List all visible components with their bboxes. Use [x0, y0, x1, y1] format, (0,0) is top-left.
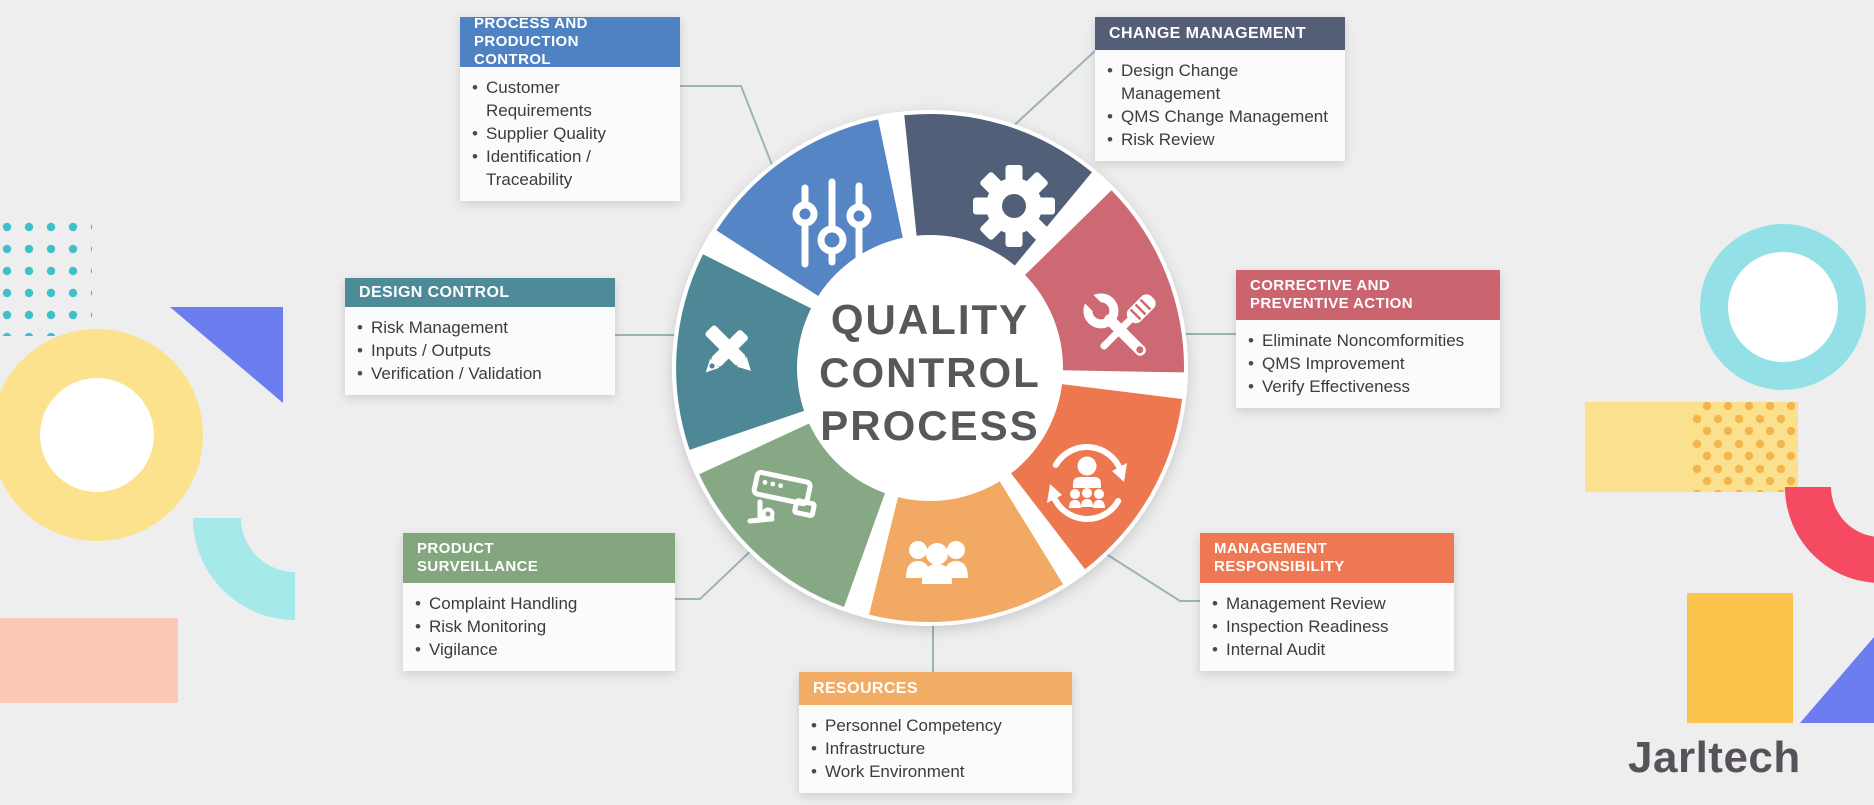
box-header: CHANGE MANAGEMENT: [1095, 17, 1345, 50]
connector-management: [1099, 549, 1200, 602]
brand-logo-text: Jarltech: [1628, 733, 1801, 782]
bullet-item: Vigilance: [415, 638, 665, 661]
cctv-camera-icon: [747, 469, 817, 524]
box-header: CORRECTIVE AND PREVENTIVE ACTION: [1236, 270, 1500, 320]
pen-pencil-icon: [705, 325, 751, 373]
connector-surveillance: [673, 544, 758, 600]
donut-center-disc: [797, 235, 1063, 501]
segment-surveillance: [699, 422, 886, 607]
bullet-item: Risk Management: [357, 316, 605, 339]
quality-donut: [672, 110, 1188, 626]
wrench-screwdriver-icon: [1081, 291, 1156, 356]
box-title: RESOURCES: [813, 679, 918, 697]
callout-resources: RESOURCES Personnel Competency Infrastru…: [799, 672, 1072, 793]
bullet-item: Management Review: [1212, 592, 1444, 615]
bullet-item: Identification / Traceability: [472, 145, 670, 191]
connector-lines: [615, 50, 1236, 672]
box-header: MANAGEMENT RESPONSIBILITY: [1200, 533, 1454, 583]
bullet-item: Risk Review: [1107, 128, 1335, 151]
decor-yellow-donut-left: [0, 329, 203, 541]
box-bullet-list: Eliminate Noncomformities QMS Improvemen…: [1236, 320, 1500, 408]
box-title: PRODUCT SURVEILLANCE: [417, 539, 539, 575]
decor-red-quarter-ring-right: [1785, 487, 1874, 583]
box-title: MANAGEMENT RESPONSIBILITY: [1214, 539, 1345, 575]
bullet-item: QMS Improvement: [1248, 352, 1490, 375]
box-title: CORRECTIVE AND PREVENTIVE ACTION: [1250, 276, 1413, 312]
decor-triangle-right: [1800, 637, 1874, 723]
bullet-item: Infrastructure: [811, 737, 1062, 760]
bullet-item: QMS Change Management: [1107, 105, 1335, 128]
box-bullet-list: Customer Requirements Supplier Quality I…: [460, 67, 680, 201]
box-bullet-list: Management Review Inspection Readiness I…: [1200, 583, 1454, 671]
bullet-item: Eliminate Noncomformities: [1248, 329, 1490, 352]
callout-management-responsibility: MANAGEMENT RESPONSIBILITY Management Rev…: [1200, 533, 1454, 671]
box-title: PROCESS AND PRODUCTION CONTROL: [474, 14, 588, 69]
title-line-process: PROCESS: [820, 402, 1040, 449]
segment-resources: [869, 478, 1064, 623]
callout-process-and-production-control: PROCESS AND PRODUCTION CONTROL Customer …: [460, 14, 680, 201]
callout-product-surveillance: PRODUCT SURVEILLANCE Complaint Handling …: [403, 533, 675, 671]
bullet-item: Risk Monitoring: [415, 615, 665, 638]
title-line-quality: QUALITY: [830, 296, 1030, 343]
box-title: DESIGN CONTROL: [359, 283, 510, 301]
manager-cycle-icon: [1047, 444, 1127, 522]
box-header: DESIGN CONTROL: [345, 278, 615, 307]
decor-triangle-left: [170, 307, 283, 403]
bullet-item: Customer Requirements: [472, 76, 670, 122]
segment-corrective: [1022, 190, 1185, 373]
decor-cyan-quarter-ring-left: [193, 518, 295, 620]
segment-design: [676, 254, 814, 450]
box-bullet-list: Complaint Handling Risk Monitoring Vigil…: [403, 583, 675, 671]
screwdriver: [1100, 294, 1156, 350]
donut-center-title: QUALITY CONTROL PROCESS: [730, 293, 1130, 452]
box-title: CHANGE MANAGEMENT: [1109, 24, 1307, 42]
bullet-item: Work Environment: [811, 760, 1062, 783]
decor-yellow-square-right: [1687, 593, 1793, 723]
connector-change: [1009, 50, 1096, 130]
bullet-item: Inputs / Outputs: [357, 339, 605, 362]
callout-corrective-and-preventive-action: CORRECTIVE AND PREVENTIVE ACTION Elimina…: [1236, 270, 1500, 408]
box-header: RESOURCES: [799, 672, 1072, 705]
callout-change-management: CHANGE MANAGEMENT Design Change Manageme…: [1095, 17, 1345, 161]
bullet-item: Design Change Management: [1107, 59, 1335, 105]
wrench: [1081, 291, 1146, 356]
bullet-item: Personnel Competency: [811, 714, 1062, 737]
decor-yellow-dotted-rect-right: [1585, 402, 1798, 492]
gear-icon: [973, 165, 1055, 247]
segment-management: [1009, 383, 1183, 570]
bullet-item: Internal Audit: [1212, 638, 1444, 661]
box-bullet-list: Design Change Management QMS Change Mana…: [1095, 50, 1345, 161]
bullet-item: Verification / Validation: [357, 362, 605, 385]
decor-salmon-rect-left: [0, 618, 178, 703]
bullet-item: Verify Effectiveness: [1248, 375, 1490, 398]
decor-cyan-donut-right: [1700, 224, 1866, 390]
box-bullet-list: Personnel Competency Infrastructure Work…: [799, 705, 1072, 793]
box-header: PROCESS AND PRODUCTION CONTROL: [460, 14, 680, 69]
callout-design-control: DESIGN CONTROL Risk Management Inputs / …: [345, 278, 615, 395]
box-bullet-list: Risk Management Inputs / Outputs Verific…: [345, 307, 615, 395]
bullet-item: Inspection Readiness: [1212, 615, 1444, 638]
connector-process: [680, 85, 775, 171]
title-line-control: CONTROL: [819, 349, 1041, 396]
box-header: PRODUCT SURVEILLANCE: [403, 533, 675, 583]
people-group-icon: [906, 541, 968, 584]
decor-dot-grid-left: [0, 222, 92, 336]
bullet-item: Complaint Handling: [415, 592, 665, 615]
bullet-item: Supplier Quality: [472, 122, 670, 145]
sliders-icon: [792, 178, 872, 268]
